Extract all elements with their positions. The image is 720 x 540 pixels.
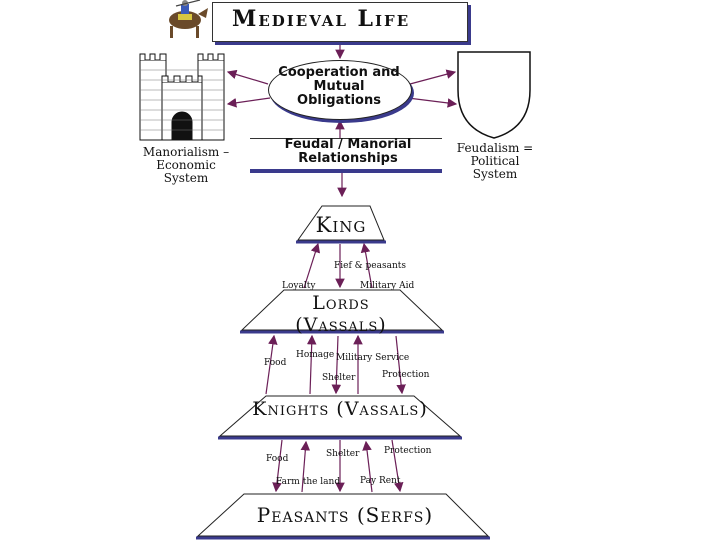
military-service-label: Military Service bbox=[336, 353, 410, 363]
lords-label: Lords (Vassals) bbox=[295, 292, 387, 336]
feudalism-label: Feudalism = Political System bbox=[456, 141, 534, 181]
shield-icon bbox=[457, 51, 531, 139]
loyalty-label: Loyalty bbox=[282, 281, 316, 291]
cooperation-label: Cooperation and Mutual Obligations bbox=[278, 65, 400, 108]
peasants-tier bbox=[196, 493, 490, 540]
food-label-2: Food bbox=[266, 454, 289, 464]
fief-label: Fief & peasants bbox=[334, 261, 406, 271]
knights-tier bbox=[218, 395, 462, 440]
manorialism-label: Manorialism – Economic System bbox=[142, 145, 230, 185]
king-label: King bbox=[315, 213, 367, 237]
title-box bbox=[212, 2, 468, 42]
pay-rent-label: Pay Rent bbox=[360, 476, 401, 486]
feudal-relationships-box bbox=[250, 138, 442, 173]
cooperation-ellipse bbox=[268, 60, 412, 120]
knight-on-horse-icon bbox=[169, 0, 208, 38]
protection-label: Protection bbox=[382, 370, 430, 380]
page-title: Medieval Life bbox=[232, 6, 411, 32]
castle-icon bbox=[139, 53, 225, 141]
shelter-label: Shelter bbox=[322, 373, 356, 383]
shelter-label-2: Shelter bbox=[326, 449, 360, 459]
farm-land-label: Farm the land bbox=[276, 477, 341, 487]
knights-label: Knights (Vassals) bbox=[252, 398, 428, 420]
peasants-label: Peasants (Serfs) bbox=[256, 503, 434, 527]
feudal-relationships-label: Feudal / Manorial Relationships bbox=[284, 137, 412, 166]
homage-label: Homage bbox=[296, 350, 335, 360]
military-aid-label: Military Aid bbox=[360, 281, 415, 291]
protection-label-2: Protection bbox=[384, 446, 432, 456]
lords-tier bbox=[240, 289, 444, 334]
king-tier bbox=[296, 205, 386, 244]
food-label: Food bbox=[264, 358, 287, 368]
